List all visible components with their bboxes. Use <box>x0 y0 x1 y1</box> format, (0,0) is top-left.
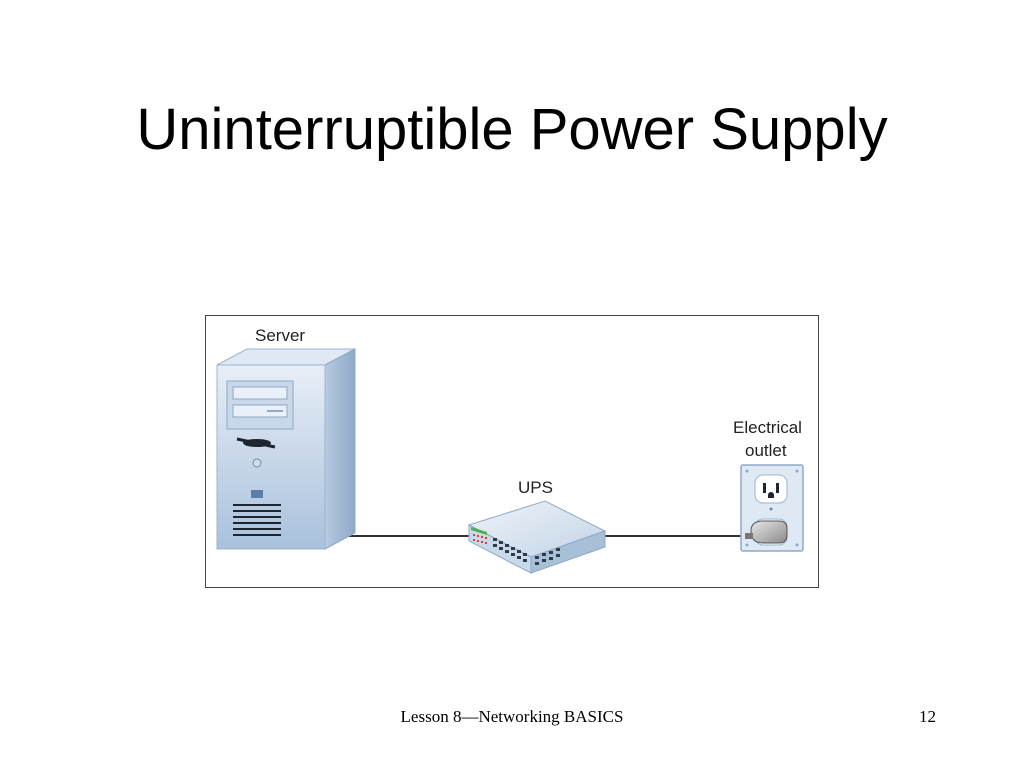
ups-label: UPS <box>518 478 553 497</box>
page-number: 12 <box>919 707 936 726</box>
ups-diagram: Server <box>205 315 819 588</box>
server-label: Server <box>255 326 305 345</box>
outlet-label-line2: outlet <box>745 441 787 460</box>
slide-footer: Lesson 8—Networking BASICS <box>400 707 624 726</box>
ups-device-icon <box>467 500 607 574</box>
ups-diagram-svg: Server <box>205 315 819 588</box>
outlet-label-line1: Electrical <box>733 418 802 437</box>
server-tower-icon <box>216 348 356 550</box>
slide-title: Uninterruptible Power Supply <box>136 97 888 162</box>
power-plug-icon <box>745 518 788 546</box>
